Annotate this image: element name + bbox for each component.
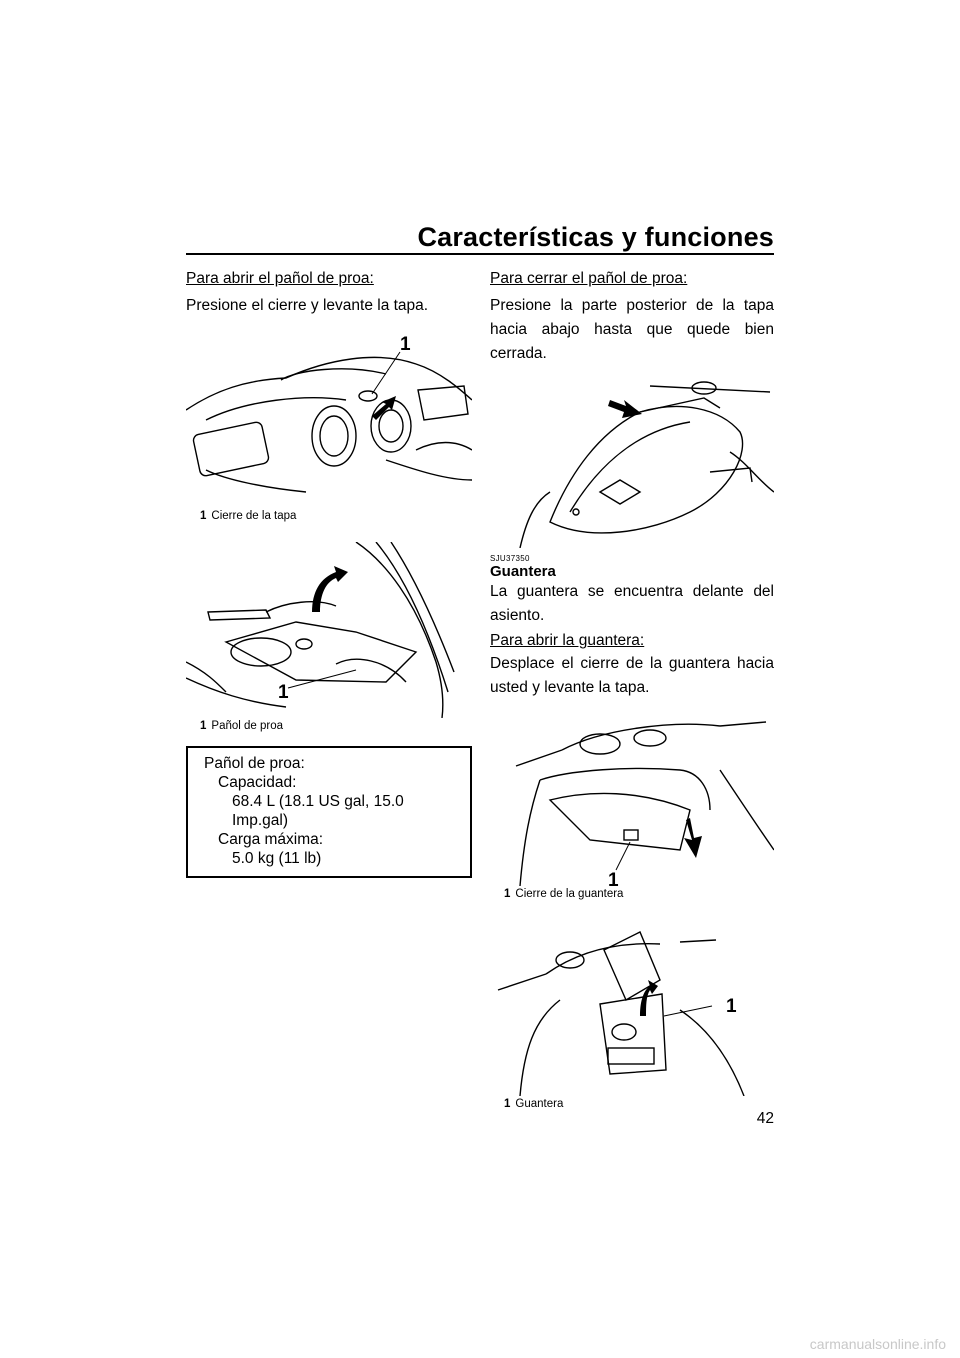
illustration-close-bow <box>519 381 774 548</box>
section-title: Guantera <box>490 563 556 580</box>
spec-load-value: 5.0 kg (11 lb) <box>232 850 322 867</box>
open-glove-text: Desplace el cierre de la guantera hacia … <box>490 655 774 696</box>
figure-callout: 1 <box>278 682 289 703</box>
open-bow-text: Presione el cierre y levante la tapa. <box>186 297 429 314</box>
caption-text: Pañol de proa <box>211 720 284 732</box>
figure-caption: 1 Cierre de la guantera <box>504 888 774 900</box>
right-column: Para cerrar el pañol de proa: Presione l… <box>490 268 774 1110</box>
illustration-lid-latch: 1 <box>186 334 472 493</box>
spec-capacity-value: 68.4 L (18.1 US gal, 15.0 Imp.gal) <box>232 793 404 829</box>
open-bow-heading: Para abrir el pañol de proa: <box>186 270 374 287</box>
figure-caption: 1 Guantera <box>504 1098 774 1110</box>
illustration-bow-storage: 1 <box>186 542 455 718</box>
figure-caption: 1 Cierre de la tapa <box>200 510 472 522</box>
watermark: carmanualsonline.info <box>809 1336 946 1352</box>
spec-title: Pañol de proa: <box>204 755 305 772</box>
caption-number: 1 <box>504 1098 511 1110</box>
section-text: La guantera se encuentra delante del asi… <box>490 583 774 624</box>
illustration-glove-latch: 1 <box>515 721 774 886</box>
caption-number: 1 <box>200 510 207 522</box>
close-bow-heading: Para cerrar el pañol de proa: <box>490 270 688 287</box>
page-number: 42 <box>756 1110 774 1127</box>
figure-callout: 1 <box>608 870 619 886</box>
caption-number: 1 <box>200 720 207 732</box>
figure-callout: 1 <box>400 334 411 355</box>
figure-close-bow <box>490 372 774 548</box>
spec-box: Pañol de proa: Capacidad: 68.4 L (18.1 U… <box>186 746 472 878</box>
illustration-glove-box: 1 <box>497 931 745 1096</box>
close-bow-text: Presione la parte posterior de la tapa h… <box>490 297 774 362</box>
spec-capacity-label: Capacidad: <box>218 774 297 791</box>
spec-load-label: Carga máxima: <box>218 831 324 848</box>
open-glove-heading: Para abrir la guantera: <box>490 632 645 649</box>
header-rule <box>186 253 774 255</box>
left-column: Para abrir el pañol de proa: Presione el… <box>186 268 472 878</box>
figure-caption: 1 Pañol de proa <box>200 720 472 732</box>
figure-callout: 1 <box>726 996 737 1017</box>
caption-number: 1 <box>504 888 511 900</box>
caption-text: Guantera <box>515 1098 564 1110</box>
caption-text: Cierre de la guantera <box>515 888 624 900</box>
caption-text: Cierre de la tapa <box>211 510 297 522</box>
page-title: Características y funciones <box>417 222 774 252</box>
section-code: SJU37350 <box>490 554 530 563</box>
